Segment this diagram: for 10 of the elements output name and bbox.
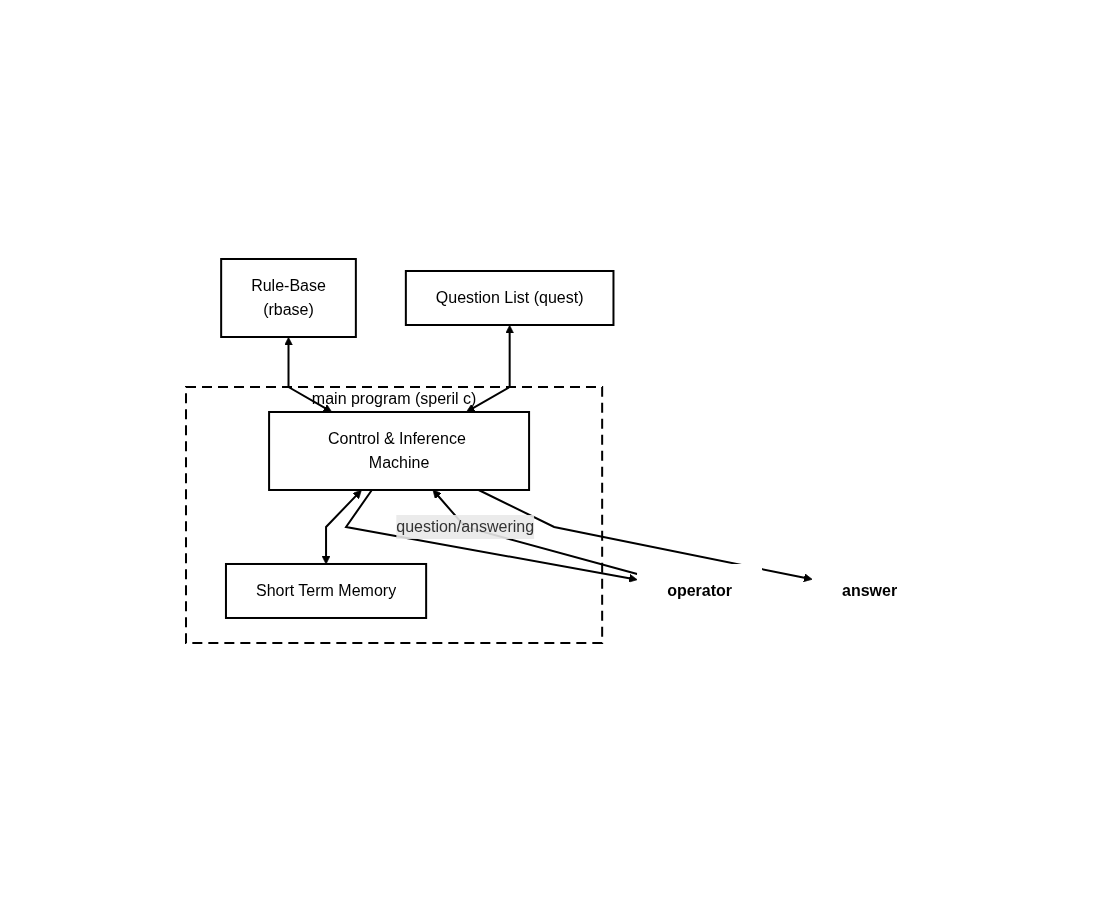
node-box: Control & Inference Machine xyxy=(268,411,531,491)
arrow xyxy=(478,489,813,583)
node-box: Short Term Memory xyxy=(225,563,428,619)
arrow xyxy=(322,489,363,565)
node-box: Question List (quest) xyxy=(405,270,615,326)
node-box: Rule-Base (rbase) xyxy=(220,258,358,338)
node-text: answer xyxy=(842,581,898,599)
arrow xyxy=(466,325,515,413)
edge-label: question/answering xyxy=(396,517,535,535)
arrow xyxy=(284,337,333,413)
